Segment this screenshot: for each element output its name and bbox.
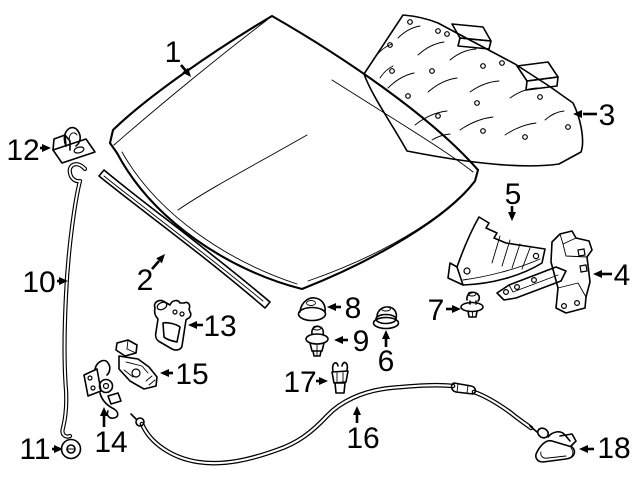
callout-2-label: 2	[137, 264, 154, 297]
callout-10: 10	[22, 266, 68, 299]
callout-9-label: 9	[353, 325, 370, 358]
part-16-release-cable	[130, 382, 538, 466]
callout-4: 4	[593, 259, 630, 292]
callout-17-label: 17	[283, 366, 316, 399]
part-12-rod-retainer	[52, 126, 96, 164]
callout-6-label: 6	[378, 345, 395, 378]
callout-5-label: 5	[505, 178, 522, 211]
callout-17: 17	[283, 366, 328, 399]
callout-8: 8	[327, 292, 361, 325]
part-17-cable-clip	[331, 361, 349, 394]
part-11-rod-grommet	[60, 438, 82, 460]
callout-10-label: 10	[22, 266, 55, 299]
callout-13: 13	[188, 310, 237, 343]
callout-16-label: 16	[346, 422, 379, 455]
part-5-hinge-bracket	[447, 216, 546, 286]
part-1-hood-panel	[108, 14, 480, 291]
callout-12: 12	[6, 134, 51, 167]
callout-6: 6	[378, 330, 395, 378]
part-8-bumper	[297, 297, 327, 322]
callout-1: 1	[165, 36, 191, 77]
callout-7: 7	[428, 294, 461, 327]
callout-8-label: 8	[345, 292, 362, 325]
part-13-corner-bracket	[153, 299, 192, 351]
callout-15-label: 15	[175, 358, 208, 391]
part-10-support-rod	[60, 162, 88, 439]
callout-15: 15	[160, 358, 209, 391]
part-3-insulator-pad	[363, 14, 584, 167]
callout-1-label: 1	[165, 36, 182, 69]
callout-9: 9	[334, 325, 369, 358]
callout-18: 18	[579, 432, 631, 465]
part-18-release-handle	[535, 427, 577, 463]
callout-14-label: 14	[94, 426, 127, 459]
callout-11-label: 11	[19, 433, 50, 466]
part-15-hood-latch	[115, 339, 158, 390]
callout-13-label: 13	[203, 310, 236, 343]
part-6-grommet	[372, 306, 400, 330]
callout-16: 16	[346, 406, 380, 455]
callout-7-label: 7	[428, 294, 445, 327]
part-7-push-clip	[460, 291, 484, 318]
part-9-push-clip	[305, 325, 329, 357]
callout-11: 11	[19, 433, 63, 466]
callout-3-label: 3	[599, 99, 616, 132]
callout-18-label: 18	[597, 432, 630, 465]
part-14-safety-catch	[83, 359, 122, 419]
callout-5: 5	[505, 178, 522, 221]
part-4-hood-hinge	[496, 230, 593, 314]
part-2-seal-strip	[98, 169, 271, 309]
callout-12-label: 12	[6, 134, 39, 167]
callout-14: 14	[94, 407, 128, 459]
callout-2: 2	[137, 254, 165, 297]
callouts: 1 2 3 4 5 6 7	[6, 36, 630, 466]
callout-3: 3	[573, 99, 615, 132]
callout-4-label: 4	[614, 259, 631, 292]
